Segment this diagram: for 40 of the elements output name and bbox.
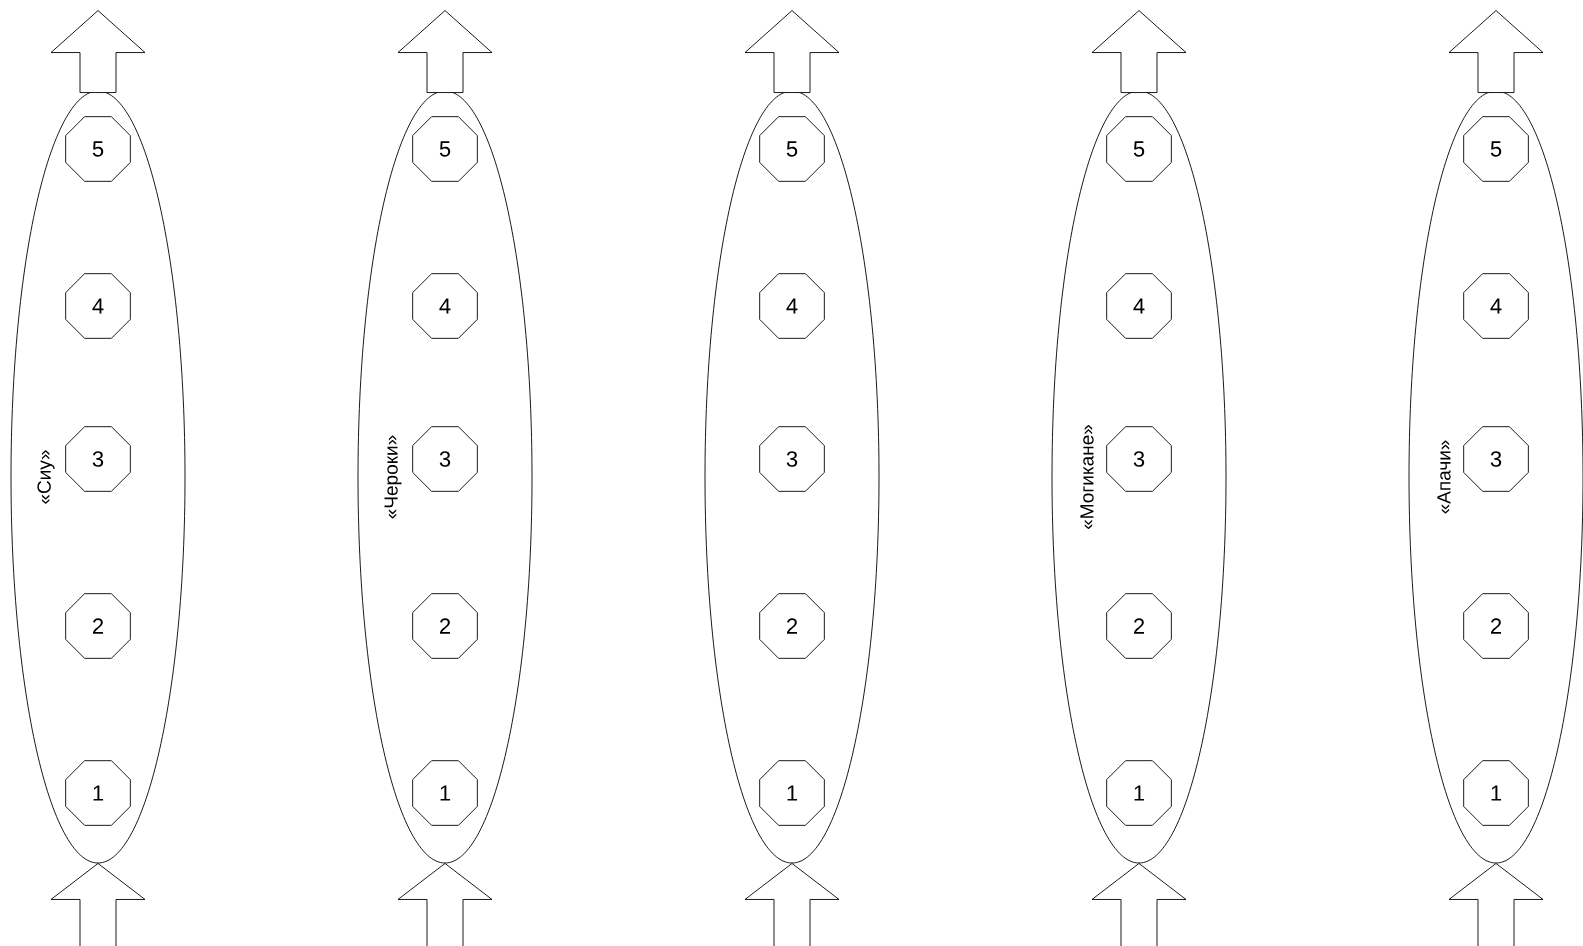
- octagon: 1: [412, 760, 478, 826]
- octagon: 3: [65, 426, 131, 492]
- octagon: 2: [412, 593, 478, 659]
- octagon: 2: [1463, 593, 1529, 659]
- block-arrow: [50, 10, 146, 93]
- block-arrow: [744, 863, 840, 946]
- octagon: 3: [1106, 426, 1172, 492]
- block-arrow: [397, 10, 493, 93]
- octagon: 4: [1106, 273, 1172, 339]
- group-label: «Могикане»: [1080, 424, 1094, 530]
- block-arrow: [50, 863, 146, 946]
- octagon: 3: [1463, 426, 1529, 492]
- block-arrow: [1448, 10, 1544, 93]
- octagon: 5: [1106, 116, 1172, 182]
- ellipse-outline: [704, 90, 880, 864]
- octagon: 4: [1463, 273, 1529, 339]
- octagon: 2: [759, 593, 825, 659]
- octagon: 2: [1106, 593, 1172, 659]
- octagon: 1: [65, 760, 131, 826]
- octagon: 5: [1463, 116, 1529, 182]
- group-label: «Чероки»: [384, 435, 402, 519]
- block-arrow: [744, 10, 840, 93]
- octagon: 1: [1106, 760, 1172, 826]
- block-arrow: [1091, 10, 1187, 93]
- group-label: «Апачи»: [1437, 440, 1451, 514]
- octagon: 3: [759, 426, 825, 492]
- block-arrow: [1091, 863, 1187, 946]
- octagon: 5: [65, 116, 131, 182]
- octagon: 4: [759, 273, 825, 339]
- octagon: 3: [412, 426, 478, 492]
- octagon: 1: [1463, 760, 1529, 826]
- block-arrow: [1448, 863, 1544, 946]
- octagon: 4: [65, 273, 131, 339]
- octagon: 5: [759, 116, 825, 182]
- octagon: 1: [759, 760, 825, 826]
- block-arrow: [397, 863, 493, 946]
- octagon: 5: [412, 116, 478, 182]
- group-label: «Сиу»: [37, 450, 55, 504]
- octagon: 4: [412, 273, 478, 339]
- octagon: 2: [65, 593, 131, 659]
